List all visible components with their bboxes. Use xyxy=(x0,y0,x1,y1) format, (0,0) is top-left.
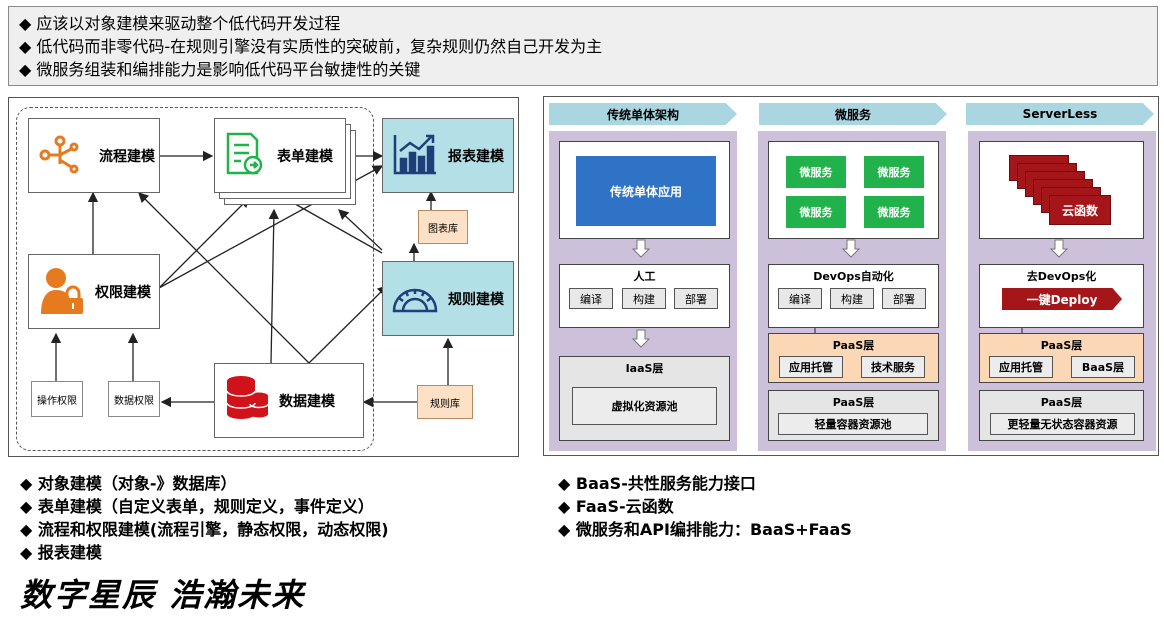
step-build: 构建 xyxy=(830,288,874,309)
paas-title: PaaS层 xyxy=(1040,339,1083,352)
step-deploy: 部署 xyxy=(674,288,718,309)
summary-point: ◆ 微服务组装和编排能力是影响低代码平台敏捷性的关键 xyxy=(19,60,421,79)
rule-library-node: 规则库 xyxy=(417,385,473,419)
user-lock-icon xyxy=(41,268,83,314)
container-pool: 轻量容器资源池 xyxy=(778,413,928,435)
modeling-diagram: 流程建模 表单建模 报表建模 xyxy=(8,97,519,457)
rule-library-label: 规则库 xyxy=(430,398,460,410)
chart-library-node: 图表库 xyxy=(418,210,468,244)
microservice-block: 微服务 xyxy=(786,156,846,188)
microservice-block: 微服务 xyxy=(786,196,846,228)
slogan: 数字星辰 浩瀚未来 xyxy=(20,576,306,614)
bullets-right: ◆ BaaS-共性服务能力接口 ◆ FaaS-云函数 ◆ 微服务和API编排能力… xyxy=(558,472,852,541)
database-icon xyxy=(226,376,269,419)
form-modeling-label: 表单建模 xyxy=(277,148,333,165)
bullets-left: ◆ 对象建模（对象-》数据库） ◆ 表单建模（自定义表单，规则定义，事件定义） … xyxy=(20,472,389,564)
bullet-item: ◆ 流程和权限建模(流程引擎，静态权限，动态权限) xyxy=(20,520,389,539)
step-deploy: 部署 xyxy=(882,288,926,309)
flow-icon xyxy=(39,135,79,174)
summary-point: ◆ 低代码而非零代码-在规则引擎没有实质性的突破前，复杂规则仍然自己开发为主 xyxy=(19,37,603,56)
cloud-function: 云函数 xyxy=(1049,195,1111,225)
one-click-deploy: 一键Deploy xyxy=(1002,288,1122,310)
data-permission-node: 数据权限 xyxy=(108,381,160,417)
step-compile: 编译 xyxy=(569,288,613,309)
bullet-item: ◆ BaaS-共性服务能力接口 xyxy=(558,474,756,493)
bullet-item: ◆ 对象建模（对象-》数据库） xyxy=(20,474,237,493)
operation-permission-node: 操作权限 xyxy=(31,381,83,417)
app-hosting: 应用托管 xyxy=(779,356,843,378)
dashed-boundary xyxy=(16,107,374,451)
bullet-item: ◆ 微服务和API编排能力：BaaS+FaaS xyxy=(558,520,852,539)
header-monolith: 传统单体架构 xyxy=(549,103,737,125)
report-modeling-label: 报表建模 xyxy=(448,148,504,165)
devops-title: DevOps自动化 xyxy=(813,270,894,283)
paas-title: PaaS层 xyxy=(832,339,875,352)
summary-box: ◆ 应该以对象建模来驱动整个低代码开发过程 ◆ 低代码而非零代码-在规则引擎没有… xyxy=(8,6,1158,86)
stateless-container: 更轻量无状态容器资源 xyxy=(990,413,1135,435)
virt-pool: 虚拟化资源池 xyxy=(572,387,717,425)
iaas-title: IaaS层 xyxy=(625,362,664,375)
tech-service: 技术服务 xyxy=(861,356,925,378)
form-modeling-node: 表单建模 xyxy=(214,118,346,193)
data-modeling-label: 数据建模 xyxy=(279,393,335,410)
architecture-diagram: 传统单体架构 微服务 ServerLess 传统单体应用 xyxy=(543,96,1159,456)
paas-title: PaaS层 xyxy=(832,396,875,409)
bullet-item: ◆ 表单建模（自定义表单，规则定义，事件定义） xyxy=(20,497,374,516)
rule-modeling-node: 规则建模 xyxy=(382,261,514,336)
bullet-item: ◆ FaaS-云函数 xyxy=(558,497,674,516)
form-icon xyxy=(226,132,263,175)
operation-permission-label: 操作权限 xyxy=(37,395,77,407)
manual-title: 人工 xyxy=(633,270,656,283)
report-modeling-node: 报表建模 xyxy=(382,118,514,193)
rule-modeling-label: 规则建模 xyxy=(448,291,504,308)
header-serverless: ServerLess xyxy=(966,103,1154,125)
monolith-app: 传统单体应用 xyxy=(576,156,716,226)
protractor-icon xyxy=(392,288,438,313)
header-microservice: 微服务 xyxy=(759,103,947,125)
app-hosting: 应用托管 xyxy=(989,356,1053,378)
chart-library-label: 图表库 xyxy=(428,223,458,235)
microservice-block: 微服务 xyxy=(864,156,924,188)
summary-point: ◆ 应该以对象建模来驱动整个低代码开发过程 xyxy=(19,14,341,33)
diagram-arrows xyxy=(50,150,454,408)
baas-layer: BaaS层 xyxy=(1071,356,1135,378)
permission-modeling-label: 权限建模 xyxy=(95,284,151,301)
no-devops-title: 去DevOps化 xyxy=(1026,270,1097,283)
process-modeling-label: 流程建模 xyxy=(99,148,155,165)
microservice-block: 微服务 xyxy=(864,196,924,228)
bullet-item: ◆ 报表建模 xyxy=(20,543,102,562)
data-permission-label: 数据权限 xyxy=(114,395,154,407)
step-compile: 编译 xyxy=(778,288,822,309)
paas-title: PaaS层 xyxy=(1040,396,1083,409)
step-build: 构建 xyxy=(622,288,666,309)
bar-chart-icon xyxy=(393,134,436,175)
